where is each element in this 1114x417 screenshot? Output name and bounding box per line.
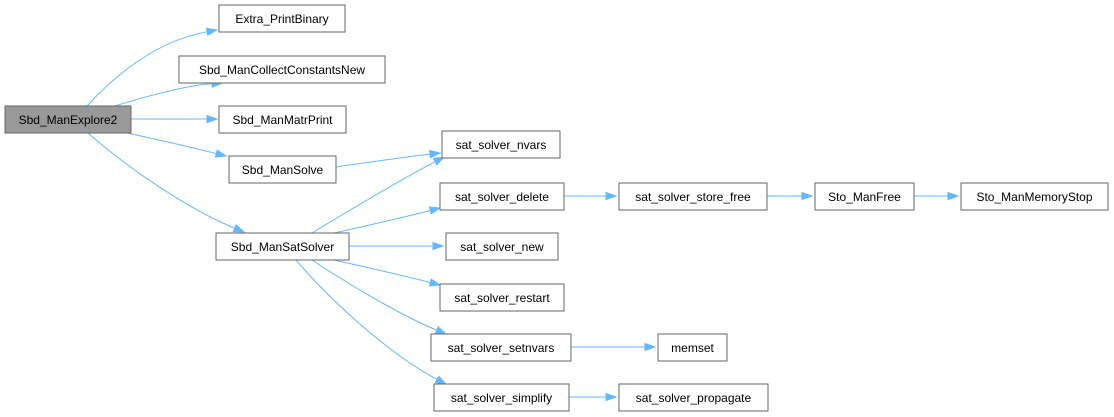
node-sat-solver-new[interactable]: sat_solver_new xyxy=(445,232,559,261)
node-box xyxy=(439,283,565,312)
edge-line xyxy=(311,259,438,332)
node-box xyxy=(657,333,728,362)
edge-explore2-to-extra_print_binary xyxy=(86,27,219,107)
edge-sat_solver_setnvars-to-memset xyxy=(570,342,657,352)
edge-explore2-to-man_solve xyxy=(126,132,228,158)
node-memset[interactable]: memset xyxy=(657,333,728,362)
node-label: sat_solver_setnvars xyxy=(448,341,555,355)
node-box xyxy=(178,55,386,84)
edge-line xyxy=(86,31,209,107)
node-box xyxy=(960,182,1109,211)
node-label: sat_solver_restart xyxy=(454,291,550,305)
edge-explore2-to-collect_constants_new xyxy=(114,79,224,107)
edge-line xyxy=(335,153,432,168)
arrowhead-icon xyxy=(434,375,448,385)
node-man-sat-solver[interactable]: Sbd_ManSatSolver xyxy=(215,232,350,261)
node-box xyxy=(228,155,337,184)
node-label: memset xyxy=(671,341,714,355)
edge-explore2-to-matr_print xyxy=(130,114,219,124)
edge-sat_solver_store_free-to-sto_man_free xyxy=(767,191,814,201)
edge-line xyxy=(311,160,437,234)
arrowhead-icon xyxy=(432,241,445,251)
edge-man_sat_solver-to-sat_solver_delete xyxy=(333,206,442,234)
node-extra-print-binary[interactable]: Extra_PrintBinary xyxy=(218,4,346,33)
arrowhead-icon xyxy=(429,149,442,159)
node-box xyxy=(218,105,347,134)
edge-man_solve-to-sat_solver_nvars xyxy=(335,149,442,168)
edge-line xyxy=(114,83,214,107)
node-box xyxy=(618,182,768,211)
edge-sat_solver_simplify-to-sat_solver_propagate xyxy=(569,392,618,402)
edge-line xyxy=(295,259,439,381)
arrowhead-icon xyxy=(434,326,448,335)
node-box xyxy=(618,383,769,412)
node-sat-solver-nvars[interactable]: sat_solver_nvars xyxy=(441,130,561,159)
edge-sat_solver_delete-to-sat_solver_store_free xyxy=(564,191,618,201)
node-explore2[interactable]: Sbd_ManExplore2 xyxy=(4,105,132,134)
edge-line xyxy=(333,259,432,284)
node-sat-solver-simplify[interactable]: sat_solver_simplify xyxy=(433,383,570,412)
node-label: sat_solver_delete xyxy=(455,190,549,204)
node-label: sat_solver_propagate xyxy=(636,391,752,405)
edge-sto_man_free-to-sto_man_memory_stop xyxy=(914,191,960,201)
node-collect-constants-new[interactable]: Sbd_ManCollectConstantsNew xyxy=(178,55,386,84)
node-box xyxy=(218,4,346,33)
node-box xyxy=(441,130,561,159)
edge-explore2-to-man_sat_solver xyxy=(87,132,246,233)
arrowhead-icon xyxy=(206,114,219,124)
edge-man_sat_solver-to-sat_solver_restart xyxy=(333,259,442,287)
node-label: Sbd_ManSatSolver xyxy=(231,240,334,254)
node-sat-solver-setnvars[interactable]: sat_solver_setnvars xyxy=(430,333,572,362)
node-box xyxy=(814,182,915,211)
edge-line xyxy=(87,132,236,230)
node-sat-solver-restart[interactable]: sat_solver_restart xyxy=(439,283,565,312)
node-sto-man-free[interactable]: Sto_ManFree xyxy=(814,182,915,211)
node-label: Sbd_ManMatrPrint xyxy=(232,113,333,127)
arrowhead-icon xyxy=(232,224,246,233)
arrowhead-icon xyxy=(947,191,960,201)
node-label: sat_solver_simplify xyxy=(451,391,552,405)
node-label: sat_solver_new xyxy=(460,240,544,254)
node-box xyxy=(445,232,559,261)
arrowhead-icon xyxy=(205,27,219,37)
edge-man_sat_solver-to-sat_solver_nvars xyxy=(311,156,446,234)
node-label: Sbd_ManCollectConstantsNew xyxy=(199,63,365,77)
node-box xyxy=(4,105,132,134)
node-label: sat_solver_nvars xyxy=(456,138,547,152)
arrowhead-icon xyxy=(432,156,446,166)
arrowhead-icon xyxy=(428,278,442,287)
arrowhead-icon xyxy=(644,342,657,352)
arrowhead-icon xyxy=(214,149,228,158)
node-matr-print[interactable]: Sbd_ManMatrPrint xyxy=(218,105,347,134)
node-box xyxy=(430,333,572,362)
node-label: Sbd_ManSolve xyxy=(242,163,324,177)
node-man-solve[interactable]: Sbd_ManSolve xyxy=(228,155,337,184)
arrowhead-icon xyxy=(801,191,814,201)
node-box xyxy=(439,182,565,211)
node-label: Extra_PrintBinary xyxy=(235,12,328,26)
call-graph-edges xyxy=(86,27,960,402)
node-sat-solver-delete[interactable]: sat_solver_delete xyxy=(439,182,565,211)
node-label: Sbd_ManExplore2 xyxy=(19,113,118,127)
node-label: Sto_ManFree xyxy=(828,190,901,204)
node-box xyxy=(215,232,350,261)
node-sat-solver-store-free[interactable]: sat_solver_store_free xyxy=(618,182,768,211)
call-graph-nodes: Sbd_ManExplore2 Extra_PrintBinarySbd_ManC… xyxy=(4,4,1109,412)
node-box xyxy=(433,383,570,412)
arrowhead-icon xyxy=(428,206,442,215)
node-label: Sto_ManMemoryStop xyxy=(976,190,1092,204)
arrowhead-icon xyxy=(605,392,618,402)
node-sat-solver-propagate[interactable]: sat_solver_propagate xyxy=(618,383,769,412)
edge-man_sat_solver-to-sat_solver_new xyxy=(348,241,445,251)
node-label: sat_solver_store_free xyxy=(635,190,751,204)
node-sto-man-memory-stop[interactable]: Sto_ManMemoryStop xyxy=(960,182,1109,211)
edge-man_sat_solver-to-sat_solver_simplify xyxy=(295,259,448,385)
edge-line xyxy=(333,209,432,234)
edge-line xyxy=(126,132,218,155)
arrowhead-icon xyxy=(605,191,618,201)
edge-man_sat_solver-to-sat_solver_setnvars xyxy=(311,259,448,335)
